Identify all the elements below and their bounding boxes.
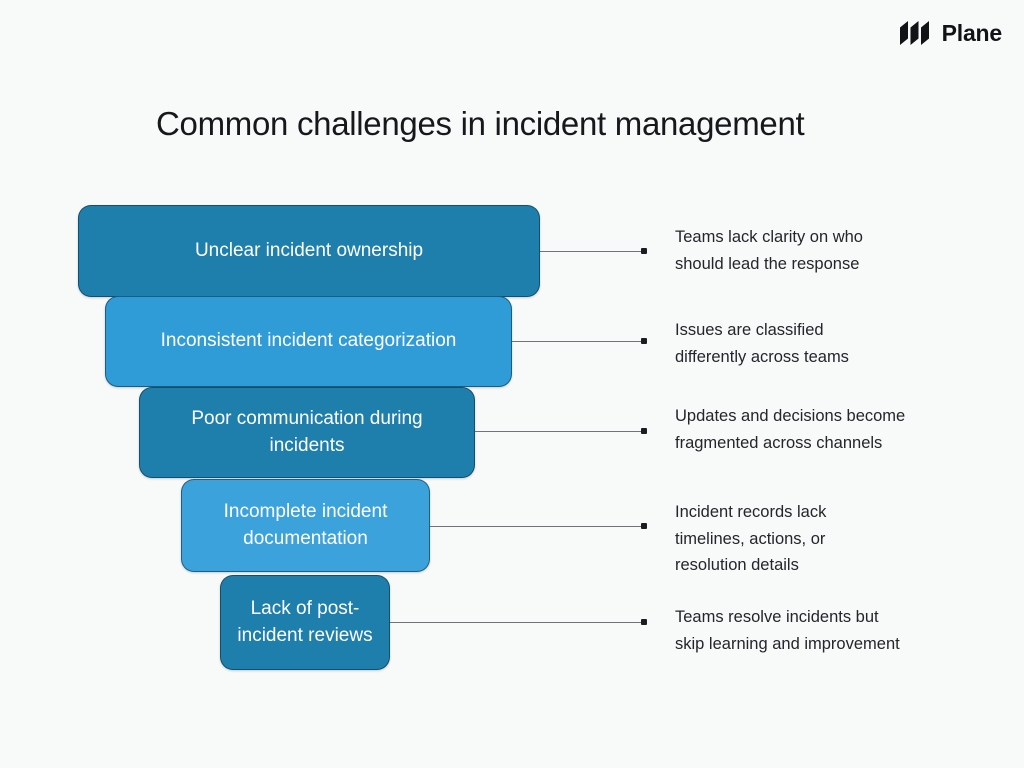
connector-line-3 — [475, 431, 644, 432]
funnel-bar-label-5: Lack of post- incident reviews — [237, 598, 373, 646]
stage-description-4: Incident records lack timelines, actions… — [675, 503, 827, 575]
connector-dot-5 — [641, 619, 647, 625]
funnel-bar-4[interactable]: Incomplete incident documentation — [181, 479, 430, 572]
page-title: Common challenges in incident management — [156, 105, 805, 142]
connector-dot-1 — [641, 248, 647, 254]
connector-dot-4 — [641, 523, 647, 529]
funnel-bar-3[interactable]: Poor communication during incidents — [139, 387, 475, 478]
connector-line-1 — [540, 251, 644, 252]
connector-line-5 — [390, 622, 644, 623]
funnel-bar-label-3: Poor communication during incidents — [191, 408, 423, 456]
brand-name: Plane — [941, 19, 1003, 46]
connector-dot-3 — [641, 428, 647, 434]
funnel-bar-label-1: Unclear incident ownership — [194, 239, 424, 261]
plane-logo-icon — [899, 21, 929, 45]
brand-logo: Plane — [899, 20, 1002, 46]
funnel-bar-label-4: Incomplete incident documentation — [223, 501, 388, 549]
stage-description-1: Teams lack clarity on who should lead th… — [675, 228, 863, 273]
stage-description-5: Teams resolve incidents but skip learnin… — [675, 608, 900, 653]
funnel-bar-1[interactable]: Unclear incident ownership — [78, 205, 540, 297]
stage-description-2: Issues are classified differently across… — [675, 321, 849, 366]
funnel-bar-5[interactable]: Lack of post- incident reviews — [220, 575, 390, 670]
connector-line-2 — [512, 341, 644, 342]
connector-line-4 — [430, 526, 644, 527]
stage-description-3: Updates and decisions become fragmented … — [675, 407, 906, 452]
funnel-bar-label-2: Inconsistent incident categorization — [160, 330, 457, 352]
connector-dot-2 — [641, 338, 647, 344]
funnel-bar-2[interactable]: Inconsistent incident categorization — [105, 296, 512, 387]
